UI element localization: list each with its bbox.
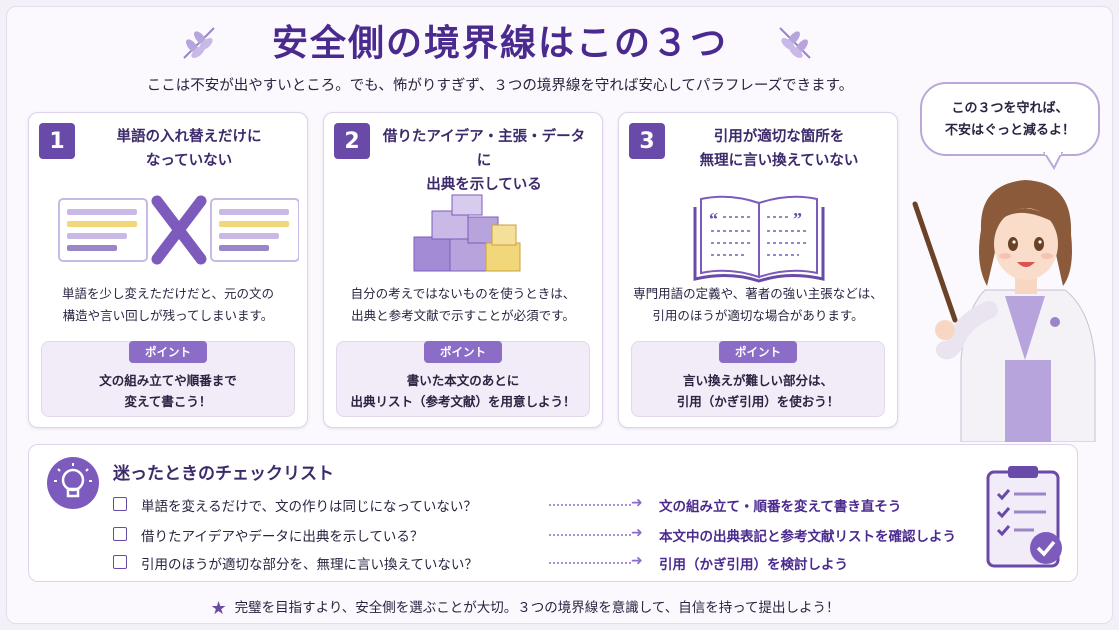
checklist-row-1: 単語を変えるだけで、文の作りは同じになっていない？ ➜ 文の組み立て・順番を変え… — [113, 493, 993, 517]
checkbox[interactable] — [113, 555, 127, 569]
card-description: 自分の考えではないものを使うときは、 出典と参考文献で示すことが必須です。 — [350, 286, 576, 323]
arrow-right-icon: ➜ — [631, 553, 643, 569]
star-icon: ★ — [210, 598, 227, 619]
dotted-leader — [549, 562, 631, 564]
checkbox[interactable] — [113, 527, 127, 541]
boundary-card-2: 2 借りたアイデア・主張・データに 出典を示している 自分の考えではないものを使… — [323, 112, 603, 428]
point-badge: ポイント — [719, 341, 797, 363]
checklist-row-2: 借りたアイデアやデータに出典を示している？ ➜ 本文中の出典表記と参考文献リスト… — [113, 523, 993, 547]
point-text: 書いた本文のあとに 出典リスト（参考文献）を用意しよう！ — [350, 373, 576, 409]
card-description: 専門用語の定義や、著者の強い主張などは、 引用のほうが適切な場合があります。 — [633, 286, 883, 323]
checkbox[interactable] — [113, 497, 127, 511]
point-text: 文の組み立てや順番まで 変えて書こう！ — [99, 373, 237, 409]
point-badge: ポイント — [424, 341, 502, 363]
word-swap-cross-illustration — [58, 195, 299, 265]
left-leaf-icon — [183, 27, 215, 59]
checklist-question: 単語を変えるだけで、文の作りは同じになっていない？ — [141, 499, 477, 515]
card-heading: 単語の入れ替えだけに なっていない — [116, 129, 262, 169]
right-leaf-icon — [779, 27, 811, 59]
footer-message: ★完璧を目指すより、安全側を選ぶことが大切。３つの境界線を意識して、自信を持って… — [210, 598, 840, 619]
point-box: ポイント 書いた本文のあとに 出典リスト（参考文献）を用意しよう！ — [336, 341, 590, 417]
dotted-leader — [549, 534, 631, 536]
page-title: 安全側の境界線はこの３つ — [271, 23, 728, 64]
speech-bubble: この３つを守れば、 不安はぐっと減るよ！ — [920, 82, 1100, 156]
card-heading: 引用が適切な箇所を 無理に言い換えていない — [699, 129, 859, 169]
svg-text:“: “ — [709, 209, 718, 229]
svg-text:”: ” — [793, 209, 802, 229]
arrow-right-icon: ➜ — [631, 525, 643, 541]
lightbulb-icon — [47, 457, 99, 509]
checklist-action: 本文中の出典表記と参考文献リストを確認しよう — [659, 529, 956, 545]
checklist-question: 引用のほうが適切な部分を、無理に言い換えていない？ — [141, 557, 478, 573]
card-number: 1 — [39, 123, 75, 159]
checklist-action: 文の組み立て・順番を変えて書き直そう — [659, 499, 902, 515]
page-subtitle: ここは不安が出やすいところ。でも、怖がりすぎず、３つの境界線を守れば安心してパラ… — [146, 78, 854, 94]
dotted-leader — [549, 504, 631, 506]
card-description: 単語を少し変えただけだと、元の文の 構造や言い回しが残ってしまいます。 — [61, 286, 274, 323]
card-number: 3 — [629, 123, 665, 159]
point-box: ポイント 文の組み立てや順番まで 変えて書こう！ — [41, 341, 295, 417]
bubble-tail — [1042, 152, 1064, 170]
checklist-panel: 迷ったときのチェックリスト 単語を変えるだけで、文の作りは同じになっていない？ … — [28, 444, 1078, 582]
checklist-action: 引用（かぎ引用）を検討しよう — [659, 557, 848, 573]
clipboard-check-icon — [986, 466, 1062, 568]
building-blocks-illustration — [413, 194, 521, 272]
checklist-title: 迷ったときのチェックリスト — [113, 464, 334, 484]
card-number: 2 — [334, 123, 370, 159]
point-badge: ポイント — [129, 341, 207, 363]
checklist-row-3: 引用のほうが適切な部分を、無理に言い換えていない？ ➜ 引用（かぎ引用）を検討し… — [113, 551, 993, 575]
point-text: 言い換えが難しい部分は、 引用（かぎ引用）を使おう！ — [676, 373, 840, 409]
point-box: ポイント 言い換えが難しい部分は、 引用（かぎ引用）を使おう！ — [631, 341, 885, 417]
card-heading: 借りたアイデア・主張・データに 出典を示している — [382, 129, 586, 193]
arrow-right-icon: ➜ — [631, 495, 643, 511]
checklist-question: 借りたアイデアやデータに出典を示している？ — [141, 529, 424, 545]
boundary-card-3: 3 引用が適切な箇所を 無理に言い換えていない “ ” 専門用語の定義や、著者の… — [618, 112, 898, 428]
teacher-illustration — [912, 180, 1096, 442]
boundary-card-1: 1 単語の入れ替えだけに なっていない 単語を少し変えただけだと、元の文の 構造… — [28, 112, 308, 428]
open-book-quote-illustration: “ ” — [693, 195, 825, 283]
